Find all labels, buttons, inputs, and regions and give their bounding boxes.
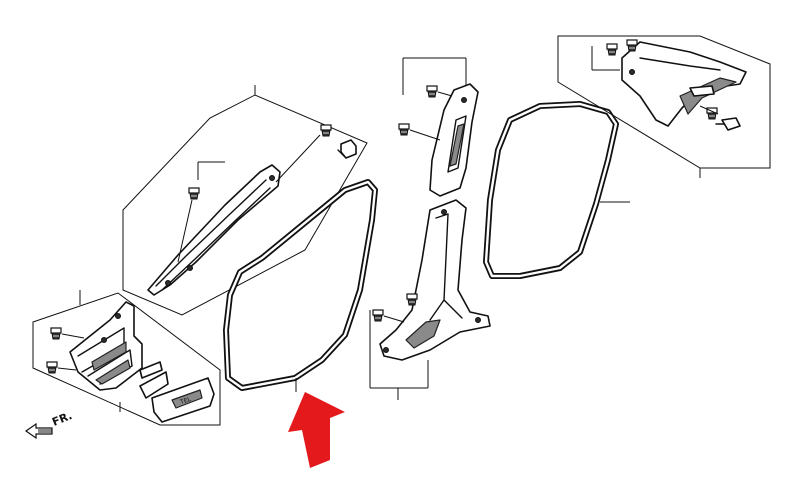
clip-fastener — [426, 85, 438, 98]
clip-fastener — [188, 187, 200, 200]
clip-fastener — [406, 293, 418, 306]
red-pointer-arrow-icon — [288, 392, 345, 468]
group-outline-kick-panel — [32, 292, 221, 426]
rear-door-weatherstrip — [483, 101, 630, 279]
clip-fastener — [398, 123, 410, 136]
front-door-weatherstrip — [223, 179, 378, 392]
a-pillar-garnish-group — [122, 85, 368, 316]
group-outline-c-pillar — [557, 35, 771, 169]
c-pillar-garnish-group — [557, 35, 771, 178]
clip-fastener — [626, 39, 638, 52]
front-direction-label: FR. — [50, 409, 74, 429]
kick-panel-group: TEL — [32, 290, 221, 426]
kick-panel-lid — [139, 371, 169, 399]
clip-fastener — [320, 124, 332, 137]
bolt-fastener — [337, 139, 357, 159]
clip-fastener — [606, 43, 618, 56]
b-pillar-garnish-group — [369, 57, 491, 400]
front-arrow-shape — [24, 422, 53, 440]
b-pillar-lower-garnish — [379, 199, 491, 361]
screw-fastener — [715, 117, 741, 131]
clip-fastener — [372, 309, 384, 322]
front-direction-arrow-icon: FR. — [24, 409, 74, 440]
b-pillar-upper-garnish — [429, 83, 479, 197]
clip-fastener — [46, 361, 58, 374]
clip-fastener — [50, 327, 62, 340]
switch-label: TEL — [179, 396, 193, 407]
